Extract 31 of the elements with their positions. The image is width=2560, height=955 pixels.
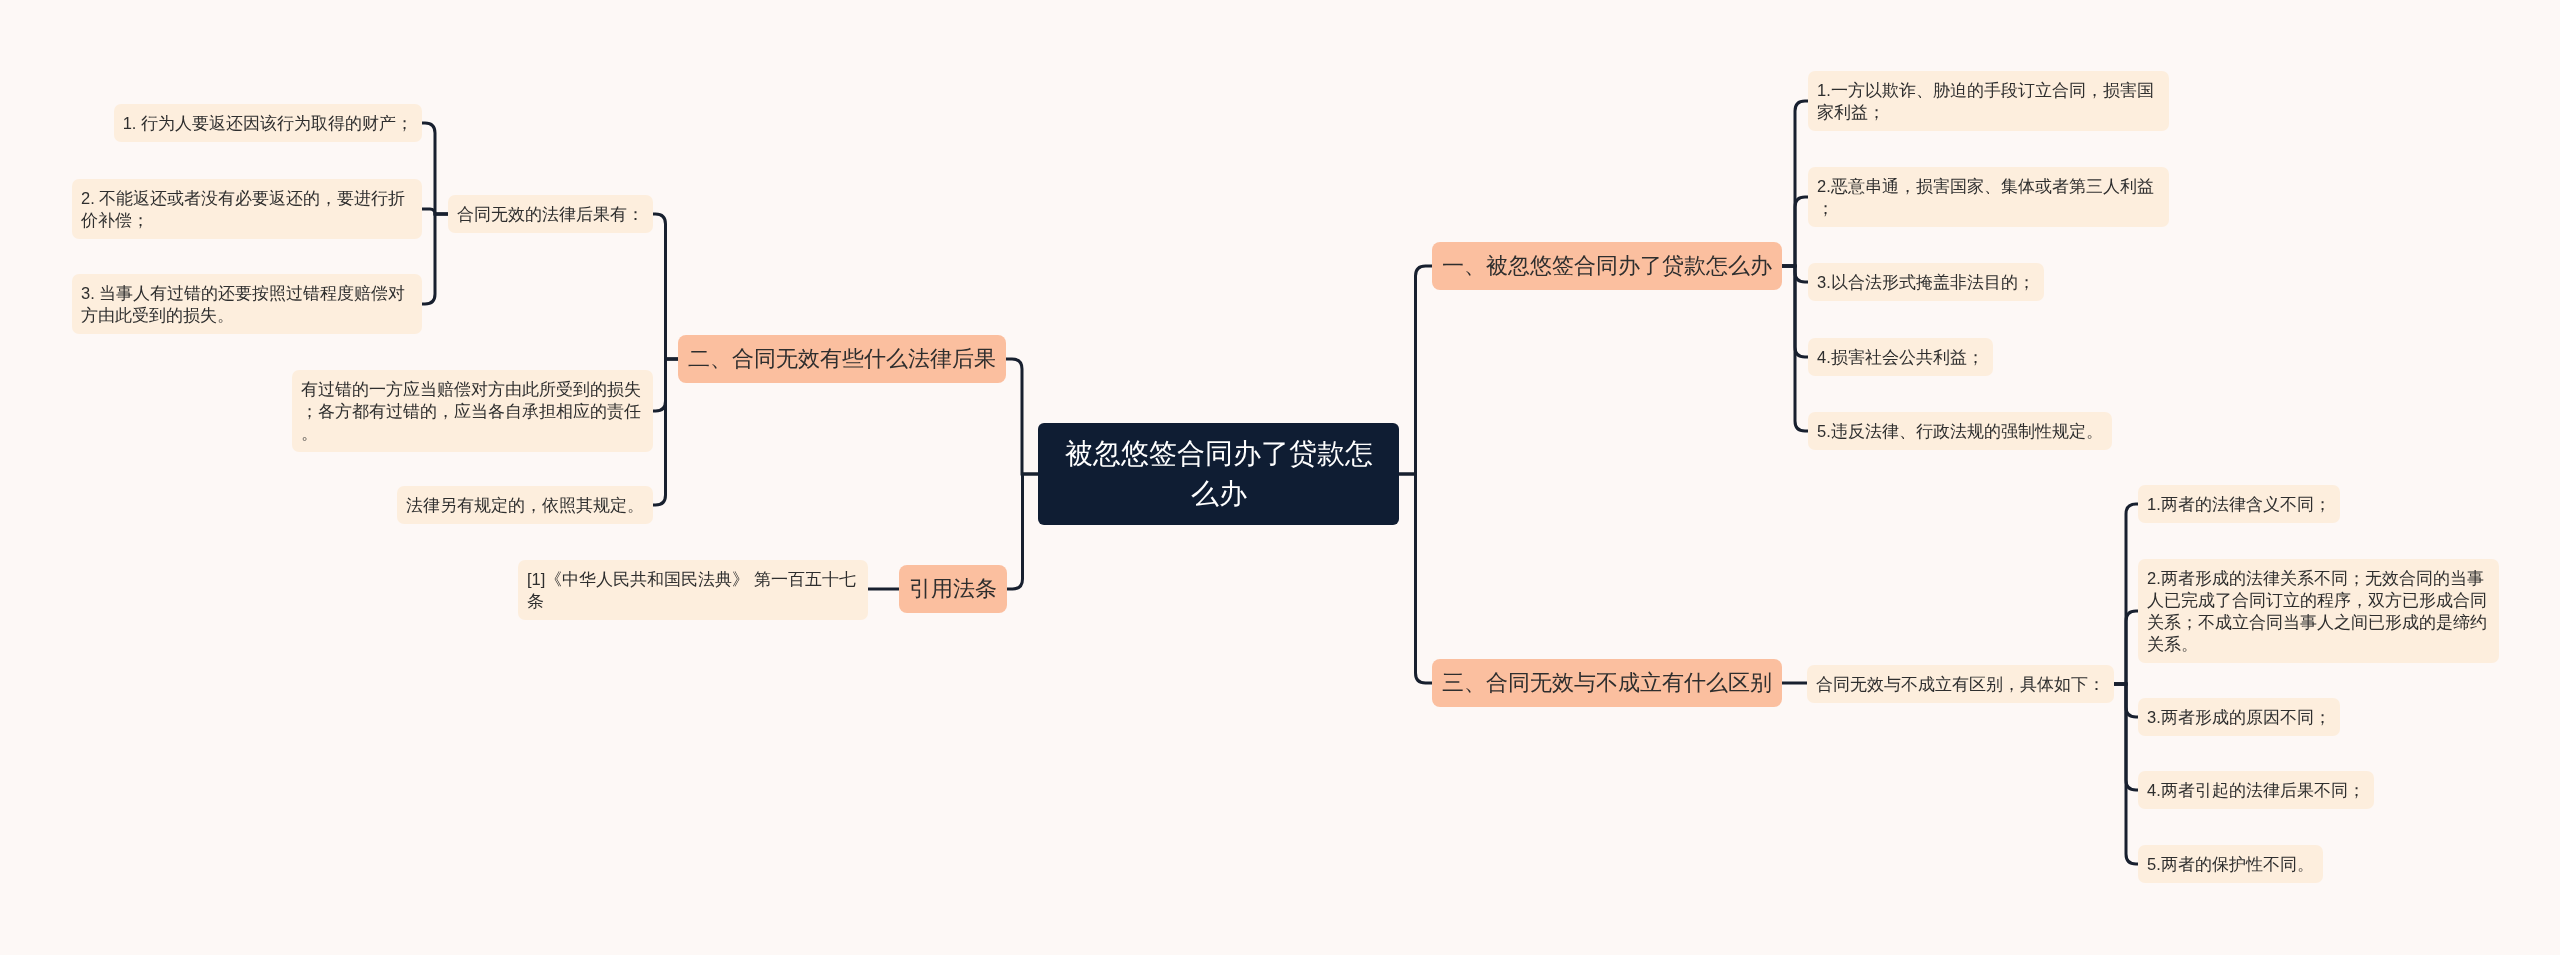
subtopic-box: 3.以合法形式掩盖非法目的； [1808, 263, 2044, 301]
connector-line [1005, 472, 1040, 591]
subtopic-box: 2. 不能返还或者没有必要返还的，要进行折价补偿； [72, 179, 422, 239]
subtopic-box: 5.违反法律、行政法规的强制性规定。 [1808, 412, 2112, 450]
subtopic-box: 有过错的一方应当赔偿对方由此所受到的损失；各方都有过错的，应当各自承担相应的责任。 [292, 370, 653, 452]
topic-box: 二、合同无效有些什么法律后果 [678, 335, 1006, 383]
subtopic-box: 1. 行为人要返还因该行为取得的财产； [113, 104, 422, 142]
topic-box: 引用法条 [899, 565, 1007, 613]
subtopic-box: 1.一方以欺诈、胁迫的手段订立合同，损害国家利益； [1808, 71, 2169, 131]
subtopic-box: 4.两者引起的法律后果不同； [2138, 771, 2374, 809]
topic-box: 一、被忽悠签合同办了贷款怎么办 [1432, 242, 1782, 290]
subtopic-box: 2.两者形成的法律关系不同；无效合同的当事人已完成了合同订立的程序，双方已形成合同关系；不成立合同当事人之间已形成的是缔约关系。 [2138, 559, 2499, 663]
central-topic-box: 被忽悠签合同办了贷款怎么办 [1038, 423, 1399, 525]
subtopic-box: 5.两者的保护性不同。 [2138, 845, 2323, 883]
subtopic-box: 1.两者的法律含义不同； [2138, 485, 2340, 523]
subtopic-box: 法律另有规定的，依照其规定。 [397, 486, 653, 524]
subtopic-box: [1]《中华人民共和国民法典》 第一百五十七条 [518, 560, 868, 620]
connector-line [2112, 682, 2140, 866]
subtopic-box: 4.损害社会公共利益； [1808, 338, 1993, 376]
connector-line [651, 357, 680, 507]
subtopic-box: 3. 当事人有过错的还要按照过错程度赔偿对方由此受到的损失。 [72, 274, 422, 334]
connector-line [1397, 472, 1434, 685]
connector-line [1780, 264, 1810, 433]
subtopic-box: 2.恶意串通，损害国家、集体或者第三人利益； [1808, 167, 2169, 227]
subtopic-box: 3.两者形成的原因不同； [2138, 698, 2340, 736]
connector-line [866, 587, 901, 591]
connector-line [420, 212, 450, 306]
subtopic-box: 合同无效与不成立有区别，具体如下： [1807, 665, 2114, 703]
connector-line [1780, 681, 1809, 685]
topic-box: 三、合同无效与不成立有什么区别 [1432, 659, 1782, 707]
subtopic-box: 合同无效的法律后果有： [448, 195, 653, 233]
